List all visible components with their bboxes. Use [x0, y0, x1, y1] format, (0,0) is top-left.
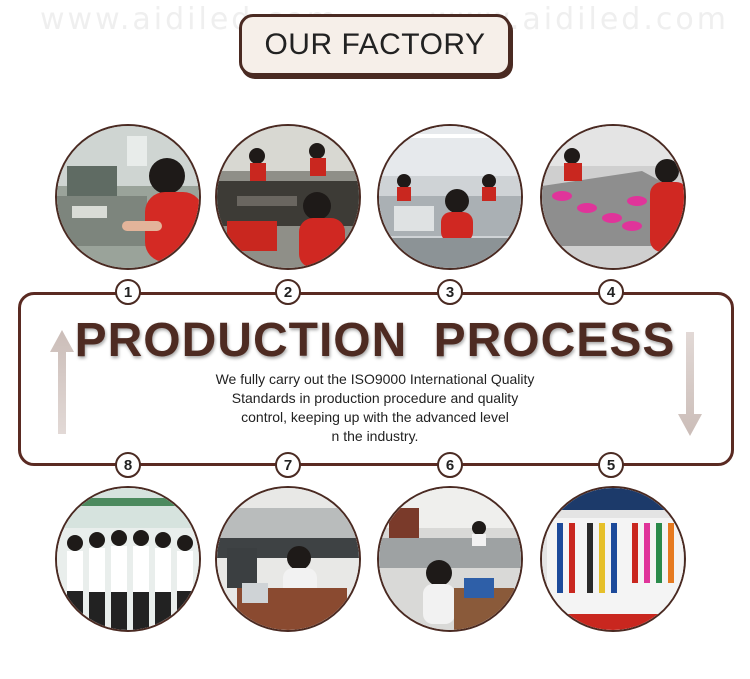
step-photo-3 — [377, 124, 523, 270]
description-line: We fully carry out the ISO9000 Internati… — [215, 371, 535, 387]
step-number-4: 4 — [598, 279, 624, 305]
step-number-3: 3 — [437, 279, 463, 305]
process-heading: PRODUCTION PROCESS — [74, 314, 676, 367]
step-photo-6 — [377, 486, 523, 632]
description-line: Standards in production procedure and qu… — [231, 390, 519, 406]
process-description: We fully carry out the ISO9000 Internati… — [175, 370, 575, 446]
step-photo-4 — [540, 124, 686, 270]
step-number-7: 7 — [275, 452, 301, 478]
step-photo-2 — [215, 124, 361, 270]
production-process-panel — [18, 292, 734, 466]
arrow-up-icon — [50, 330, 74, 434]
step-photo-5 — [540, 486, 686, 632]
description-line: n the industry. — [331, 428, 419, 444]
step-photo-7 — [215, 486, 361, 632]
title-badge: OUR FACTORY — [239, 14, 511, 76]
description-line: control, keeping up with the advanced le… — [241, 409, 509, 425]
step-photo-1 — [55, 124, 201, 270]
step-number-5: 5 — [598, 452, 624, 478]
step-number-8: 8 — [115, 452, 141, 478]
step-number-2: 2 — [275, 279, 301, 305]
step-photo-8 — [55, 486, 201, 632]
step-number-6: 6 — [437, 452, 463, 478]
page-title: OUR FACTORY — [264, 28, 486, 61]
step-number-1: 1 — [115, 279, 141, 305]
arrow-down-icon — [678, 332, 702, 436]
